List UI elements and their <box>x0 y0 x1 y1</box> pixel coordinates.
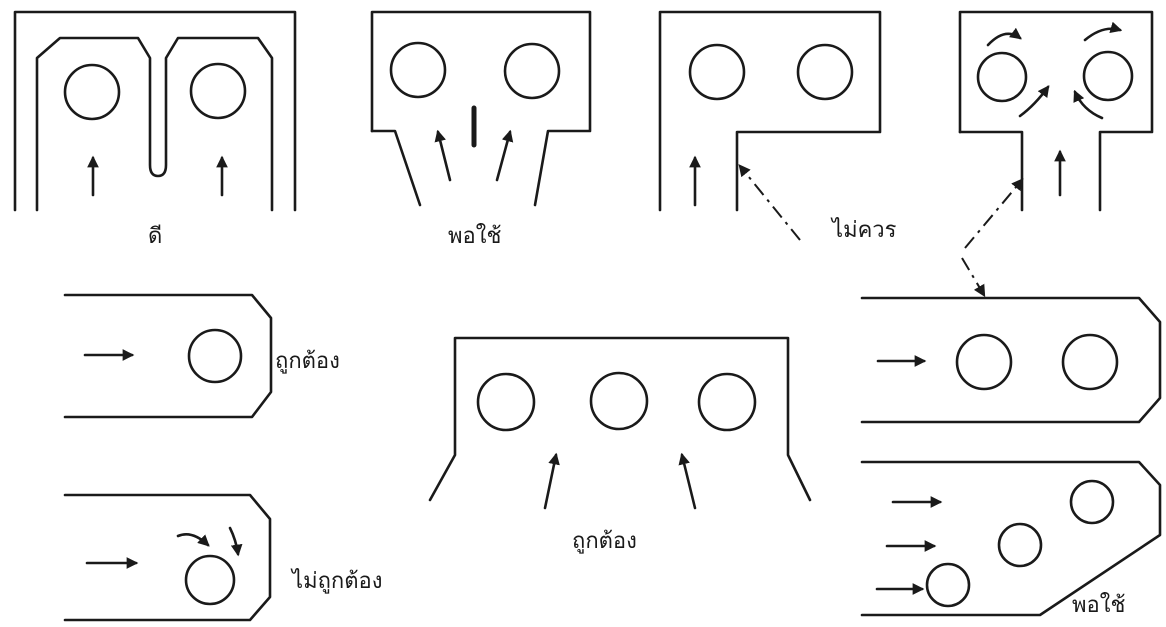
label-good: ดี <box>148 224 162 249</box>
label-fair-bottom-right: พอใช้ <box>1072 592 1125 618</box>
swirl-arrow <box>1083 21 1123 42</box>
hole <box>63 63 121 121</box>
panel-outline <box>63 293 273 419</box>
panel-outline <box>658 10 882 212</box>
hole <box>184 554 236 606</box>
panel-fair-bottom-right: พอใช้ <box>860 460 1162 618</box>
panel-correct-left: ถูกต้อง <box>63 293 340 419</box>
hole <box>503 42 561 100</box>
flow-arrow <box>434 129 452 182</box>
leader-line <box>738 164 801 241</box>
swirl-arrow <box>986 27 1022 47</box>
label-correct-center: ถูกต้อง <box>572 529 637 554</box>
panel-fair-top: พอใช้ <box>370 10 592 249</box>
panel-not-recommended-1 <box>658 10 882 212</box>
panel-good-inner-outline <box>35 36 274 212</box>
panel-correct-center: ถูกต้อง <box>428 336 812 554</box>
label-correct-left: ถูกต้อง <box>275 349 340 374</box>
flow-arrow <box>495 129 514 182</box>
panel-outline-left <box>958 130 1024 212</box>
flow-arrow <box>678 452 697 510</box>
hole <box>1069 479 1115 525</box>
label-not-recommended: ไม่ควร <box>830 217 897 243</box>
hole <box>476 372 536 432</box>
panel-outline <box>63 493 272 622</box>
hole <box>925 562 971 608</box>
hole <box>955 333 1013 391</box>
hole <box>688 43 746 101</box>
hole <box>187 328 243 384</box>
hole <box>997 522 1043 568</box>
panel-good-outer-outline <box>13 10 297 212</box>
panel-outline <box>958 10 1154 212</box>
panel-fair-outline <box>370 10 592 207</box>
panel-fair-outline-left <box>370 129 422 207</box>
label-incorrect: ไม่ถูกต้อง <box>290 568 382 594</box>
flow-arrow <box>543 452 560 510</box>
leader-line <box>964 178 1024 249</box>
hole <box>389 41 447 99</box>
panel-outline <box>428 336 812 502</box>
label-leaders: ไม่ควร <box>738 164 1024 298</box>
swirl-arrow <box>1018 85 1050 118</box>
panel-not-recommended-2 <box>958 10 1154 212</box>
hole <box>976 51 1028 103</box>
label-fair-top: พอใช้ <box>448 223 501 249</box>
hole <box>589 371 649 431</box>
hole <box>1061 333 1119 391</box>
panel-outline <box>860 296 1162 424</box>
panel-incorrect: ไม่ถูกต้อง <box>63 493 382 622</box>
deflection-arrow <box>228 526 243 557</box>
hole <box>697 372 757 432</box>
panel-outline <box>860 460 1162 617</box>
panel-good: ดี <box>13 10 297 249</box>
leader-line <box>961 257 986 298</box>
hole <box>189 62 247 120</box>
hole <box>796 43 854 101</box>
hole <box>1082 50 1134 102</box>
swirl-arrow <box>1073 89 1104 120</box>
panel-two-holes-horizontal <box>860 296 1162 424</box>
deflection-arrow <box>176 533 210 547</box>
